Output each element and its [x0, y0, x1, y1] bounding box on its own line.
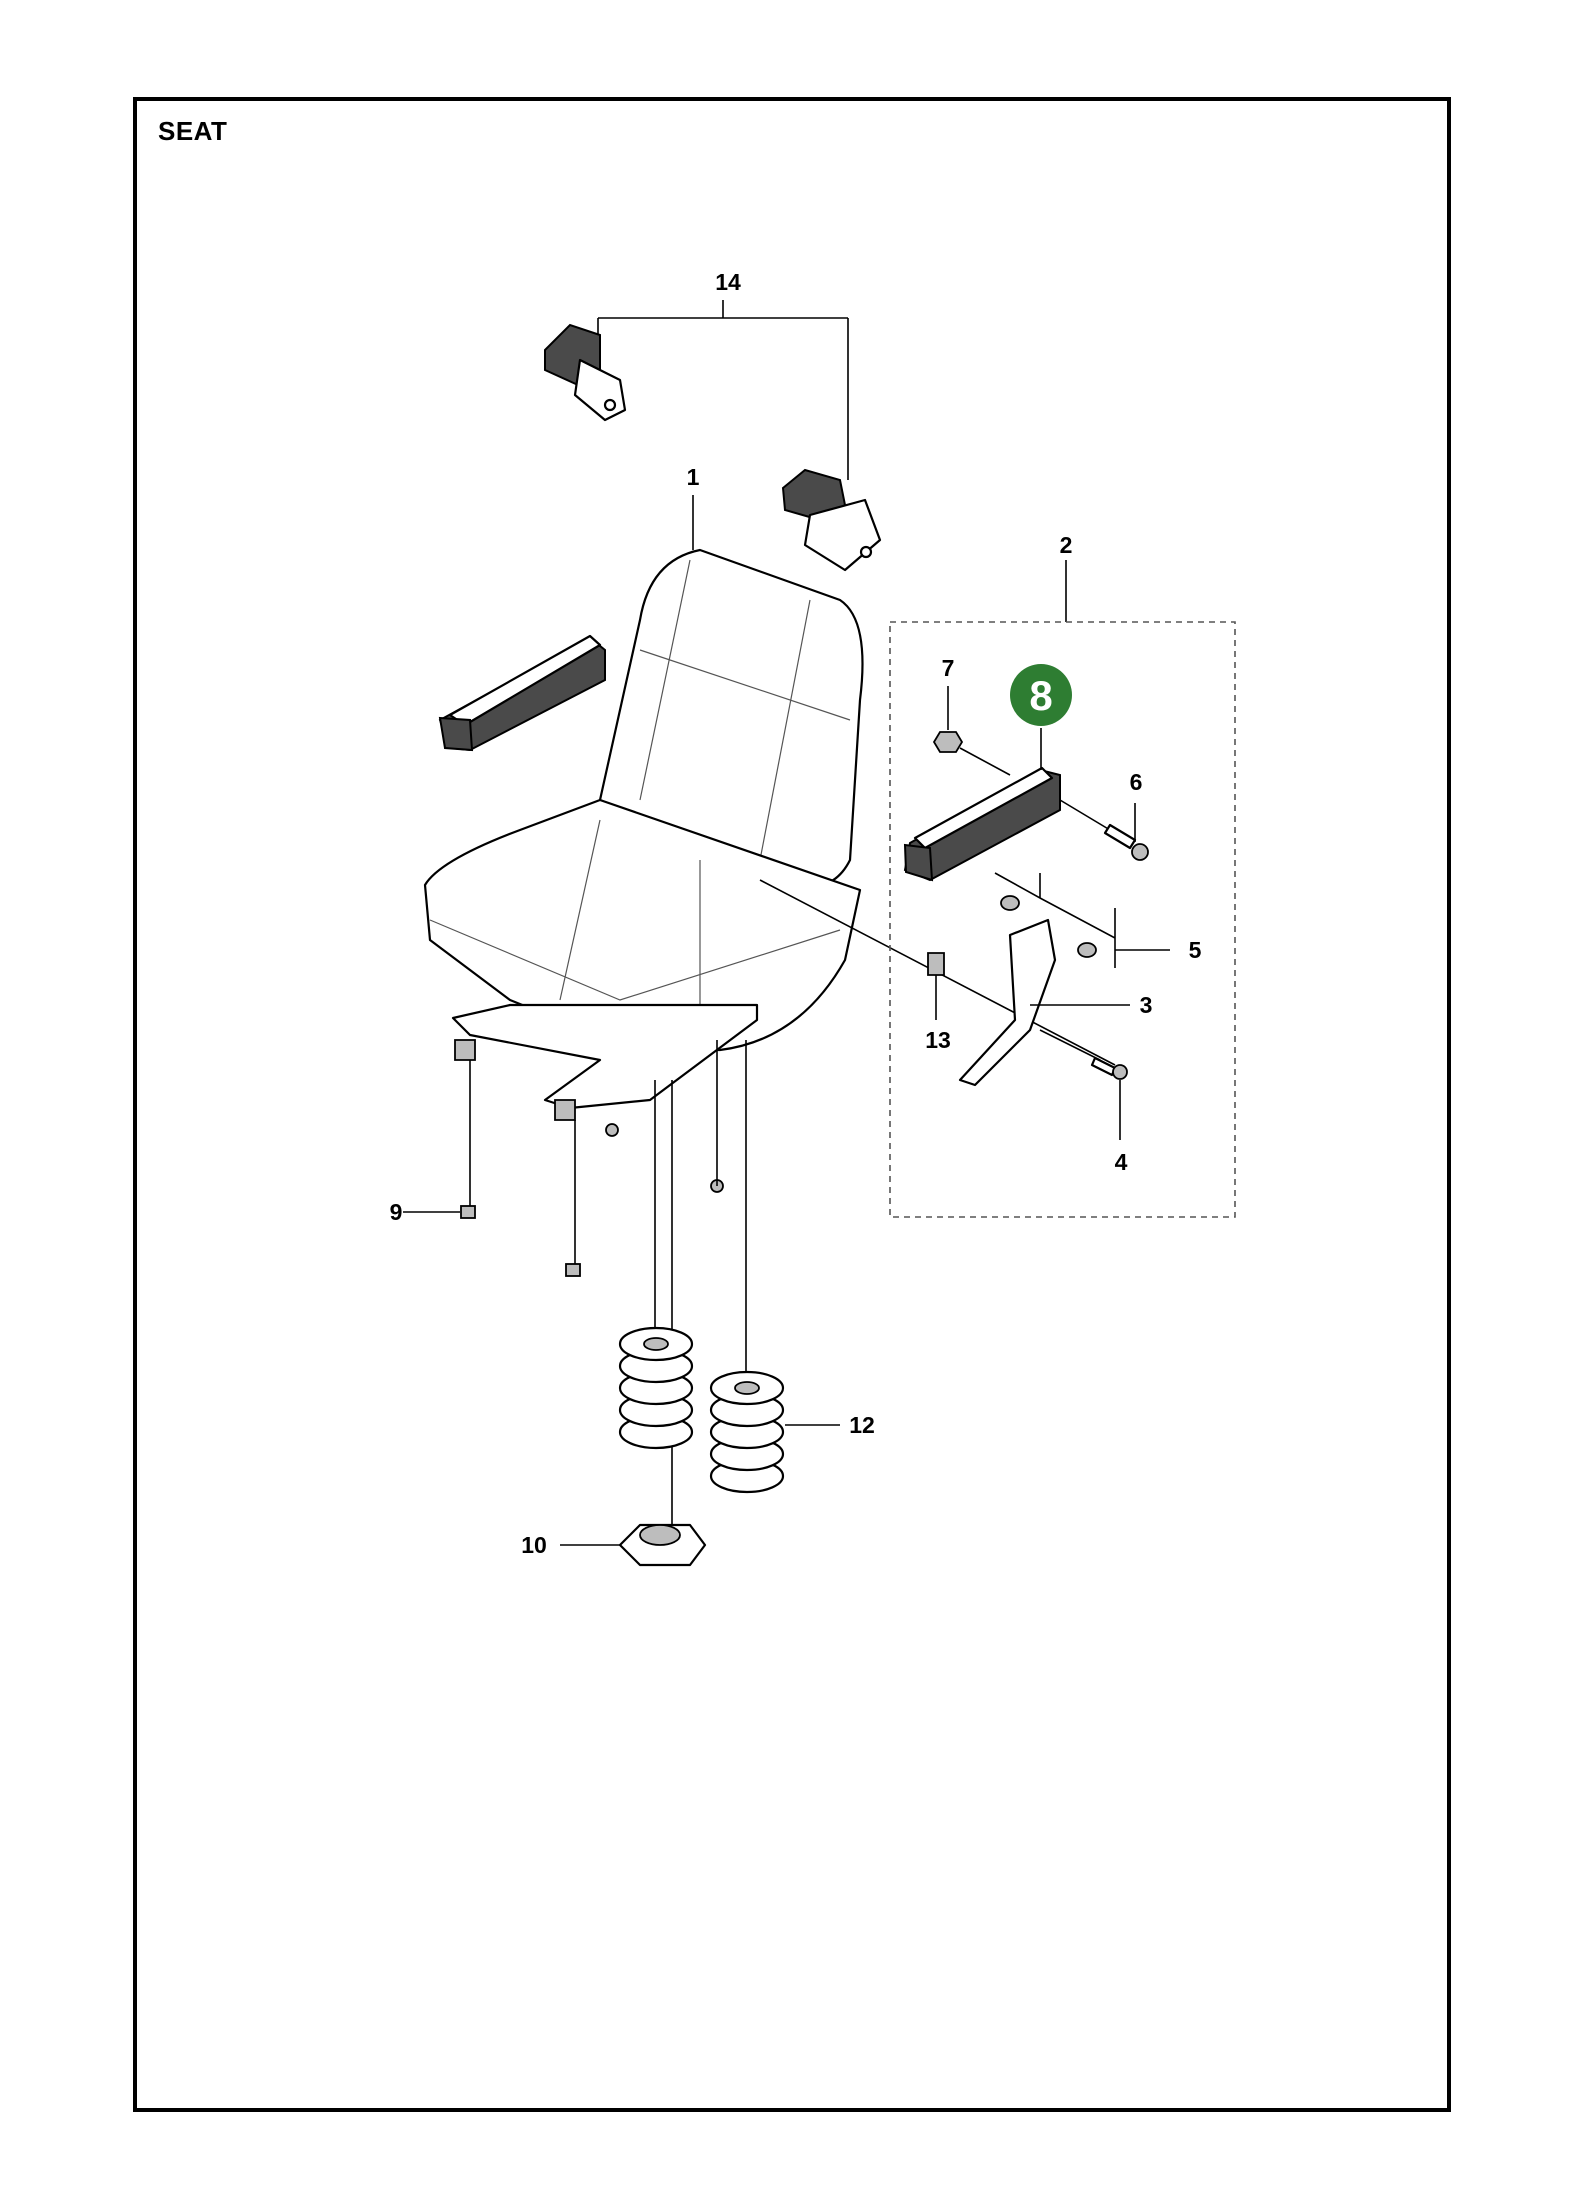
part-label-2: 2 [1060, 532, 1073, 558]
screw-icon [1090, 1056, 1117, 1077]
part-labels: 1 2 3 4 5 6 7 9 10 12 13 14 [390, 269, 1202, 1558]
part-label-13: 13 [925, 1027, 951, 1053]
seat-assembly [423, 495, 864, 1193]
bolt-icon [1103, 823, 1137, 850]
buckle-right-icon [781, 468, 882, 572]
buckle-left-icon [544, 323, 627, 422]
clip-icon [927, 952, 945, 976]
part-label-12: 12 [849, 1412, 875, 1438]
part-label-10: 10 [521, 1532, 547, 1558]
bumper-stack-right-icon [709, 1370, 785, 1494]
mounting-nuts [403, 1060, 581, 1277]
part-label-4: 4 [1115, 1149, 1128, 1175]
drawing-frame [133, 97, 1451, 2112]
clip [759, 879, 1116, 1066]
nut-icon [565, 1263, 581, 1277]
armrest-bracket-icon [958, 918, 1057, 1087]
armrest-kit-box [889, 621, 1236, 1218]
seat-belt-buckles [544, 300, 882, 572]
nut-icon [460, 1205, 476, 1219]
nut-icon [932, 731, 964, 753]
callout-label: 8 [1029, 672, 1052, 719]
washer-icon [1077, 942, 1097, 958]
highlight-callout[interactable]: 8 [1010, 664, 1072, 726]
bumper-stack-left-icon [618, 1326, 694, 1450]
callout-circle [1010, 664, 1072, 726]
part-label-9: 9 [390, 1199, 403, 1225]
rubber-bumpers [618, 1040, 840, 1545]
page-title: SEAT [158, 116, 228, 146]
seat-base-plate-icon [451, 1003, 759, 1110]
part-label-14: 14 [715, 269, 741, 295]
seat-switch [560, 1523, 707, 1567]
washer-icon [1000, 895, 1020, 911]
part-label-1: 1 [687, 464, 700, 490]
part-label-3: 3 [1140, 992, 1153, 1018]
part-label-5: 5 [1189, 937, 1202, 963]
part-label-6: 6 [1130, 769, 1143, 795]
armrest-kit [889, 560, 1236, 1218]
part-label-7: 7 [942, 655, 955, 681]
